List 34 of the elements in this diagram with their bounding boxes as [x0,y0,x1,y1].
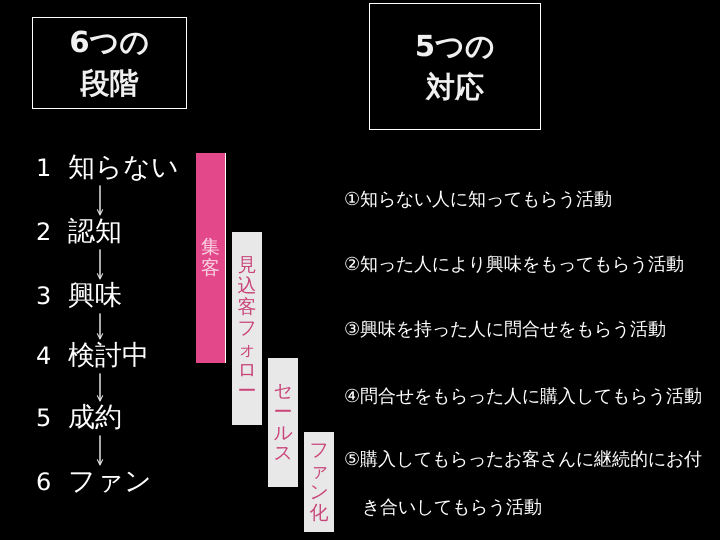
activity-text: ③興味を持った人に問合せをもらう活動 [344,318,668,342]
heading-text: 6つの段階 [68,24,151,102]
heading-text: 5つの対応 [414,28,496,106]
stage-name: 成約 [68,402,122,434]
activity-text: ②知った人により興味をもってもらう活動 [344,253,686,277]
stage-number: 1 [36,154,52,182]
stage-name: 検討中 [68,340,149,372]
category-label: 集客 [201,237,220,279]
flow-arrow [96,185,104,216]
activity-text: ④問合せをもらった人に購入してもらう活動 [344,385,704,409]
flow-arrow [96,249,104,280]
stage-name: 認知 [68,216,122,248]
stage-name: 知らない [68,152,179,184]
flow-arrow [96,435,104,466]
stage-number: 2 [36,218,52,246]
category-label: ファン化 [310,440,328,524]
flow-arrow [96,373,104,402]
activity-text: ⑤購入してもらったお客さんに継続的にお付き合いしてもらう活動 [344,448,704,520]
category-label: 見込客フォロー [238,255,256,402]
stage-number: 3 [36,282,52,310]
activity-text: ①知らない人に知ってもらう活動 [344,188,614,212]
stage-number: 5 [36,404,52,432]
category-label: セールス [274,380,292,464]
stage-number: 4 [36,342,52,370]
category-bar [232,232,262,425]
category-bar [268,358,298,487]
stage-number: 6 [36,468,52,496]
stage-name: ファン [68,466,152,498]
stage-name: 興味 [68,280,122,312]
heading-box [369,3,541,130]
heading-box [32,17,187,109]
category-bar [304,432,334,532]
flow-arrow [96,313,104,340]
category-bar [196,153,226,363]
